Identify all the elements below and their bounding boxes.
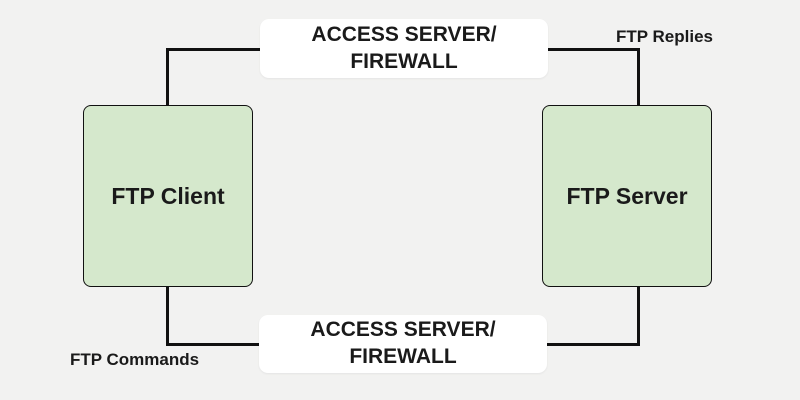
firewall-bottom-node: ACCESS SERVER/ FIREWALL — [259, 315, 547, 373]
connector-top-left-vertical — [166, 48, 169, 107]
firewall-bottom-label-line2: FIREWALL — [349, 345, 457, 368]
firewall-top-label-line2: FIREWALL — [350, 49, 458, 73]
connector-top-right-vertical — [637, 48, 640, 107]
firewall-bottom-label-line1: ACCESS SERVER/ — [310, 318, 496, 342]
firewall-top-node: ACCESS SERVER/ FIREWALL — [260, 19, 548, 78]
ftp-client-label: FTP Client — [111, 182, 225, 209]
ftp-replies-label: FTP Replies — [616, 27, 713, 46]
ftp-client-node: FTP Client — [83, 105, 253, 287]
ftp-server-label: FTP Server — [566, 182, 688, 209]
ftp-server-node: FTP Server — [542, 105, 712, 287]
connector-bottom-left-vertical — [166, 286, 169, 346]
connector-bottom-right-vertical — [637, 286, 640, 346]
ftp-commands-label: FTP Commands — [70, 350, 200, 369]
firewall-top-label-line1: ACCESS SERVER/ — [311, 22, 497, 46]
